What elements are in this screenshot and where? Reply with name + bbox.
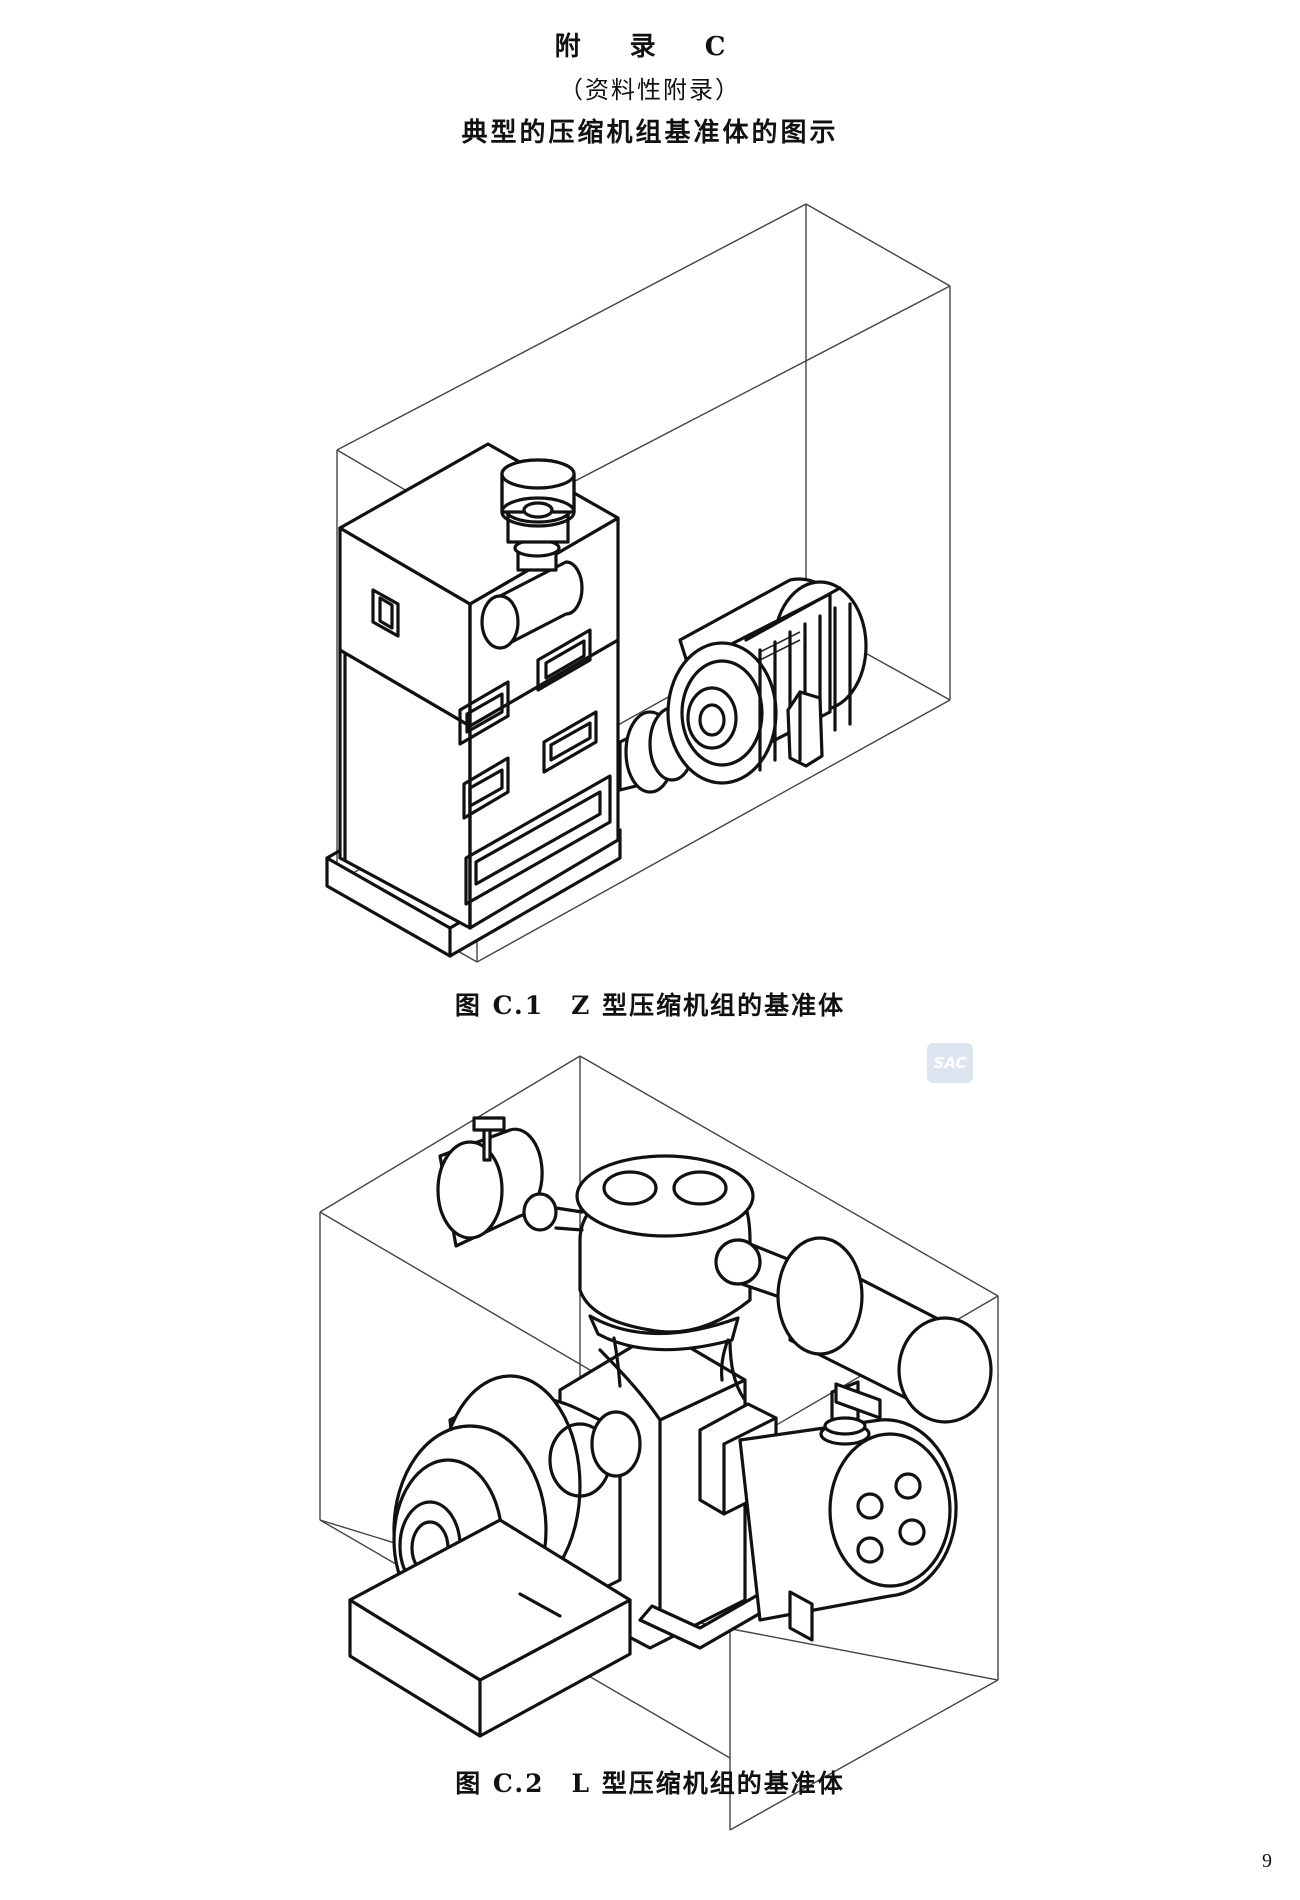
top-discharge-pipe xyxy=(480,458,584,650)
upper-suction-buffer xyxy=(436,1116,584,1248)
appendix-type: （资料性附录） xyxy=(559,76,741,104)
horizontal-cylinder xyxy=(698,1402,958,1642)
side-inspection-window xyxy=(371,588,400,638)
appendix-subject: 典型的压缩机组基准体的图示 xyxy=(461,118,839,148)
figure-c1-caption: 图 C.1 Z 型压缩机组的基准体 xyxy=(454,991,846,1020)
appendix-title: 附 录 C xyxy=(554,32,746,62)
motor-base-block xyxy=(348,1518,632,1738)
figure-c2-drawing xyxy=(319,1055,999,1831)
vertical-cylinder xyxy=(575,1154,755,1388)
sac-watermark-logo: SAC xyxy=(927,1043,973,1083)
compressor-body xyxy=(338,442,620,930)
right-discharge-pipe xyxy=(714,1236,993,1482)
page-number: 9 xyxy=(1262,1850,1272,1872)
figure-c1-drawing xyxy=(325,203,951,963)
figure-c2-caption: 图 C.2 L 型压缩机组的基准体 xyxy=(455,1769,845,1798)
electric-motor xyxy=(666,577,868,785)
front-access-panels xyxy=(458,628,612,906)
